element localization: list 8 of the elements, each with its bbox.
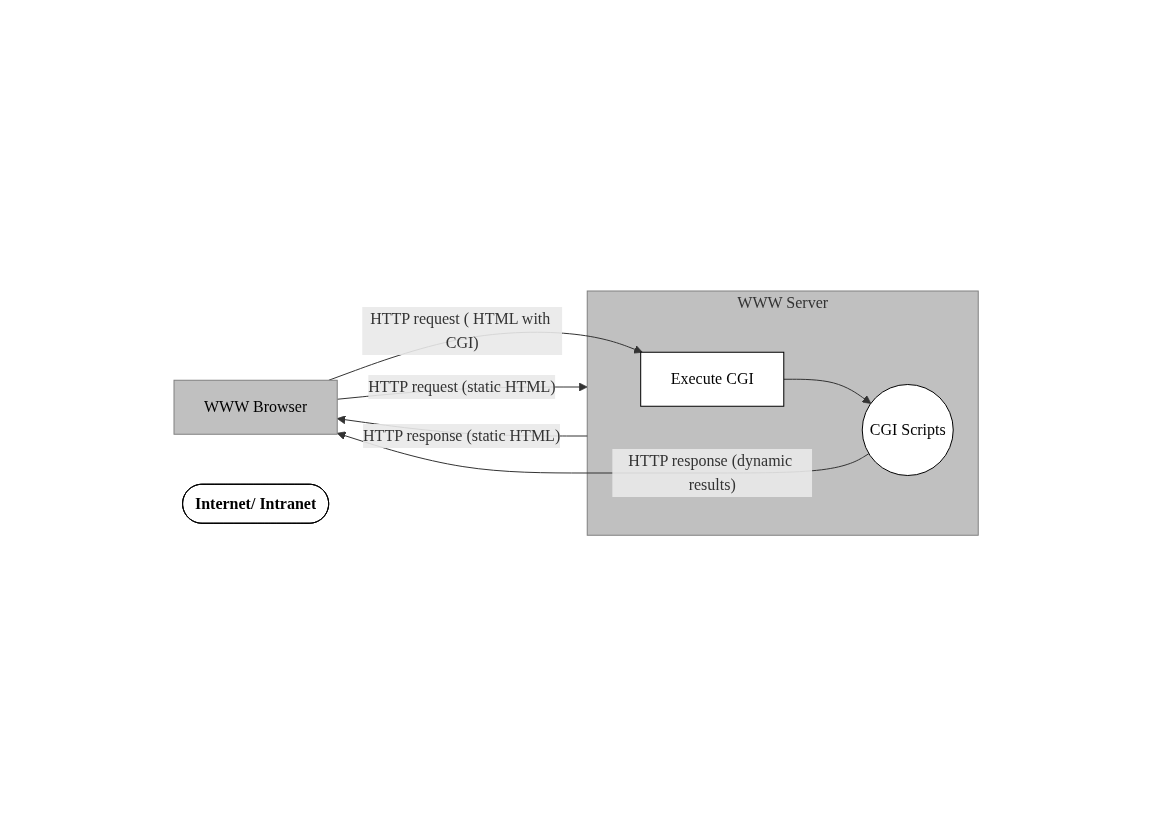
node-box: WWW Browser	[173, 379, 338, 435]
edge-label: HTTP response (dynamic results)	[628, 451, 793, 493]
edge-label: HTTP request (static HTML)	[368, 377, 556, 395]
node-box: Execute CGI	[640, 351, 785, 407]
arrow	[783, 378, 872, 404]
node-circle: CGI Scripts	[861, 383, 954, 476]
edge-label: HTTP response (static HTML)	[362, 426, 561, 444]
edge-label: HTTP request ( HTML with CGI)	[370, 309, 551, 351]
